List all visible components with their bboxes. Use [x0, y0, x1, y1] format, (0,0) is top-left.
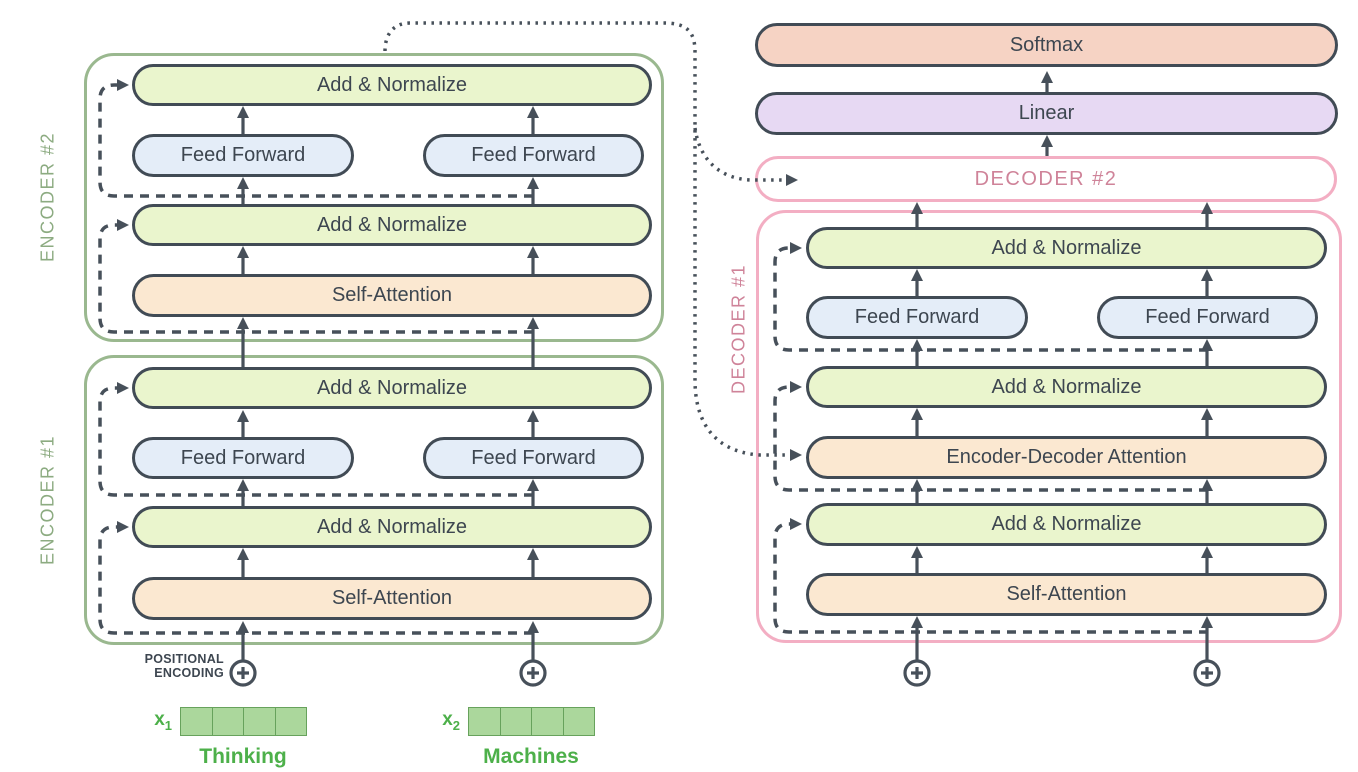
x1-symbol: x1: [154, 709, 172, 733]
vector-cell: [499, 708, 532, 735]
plus-circle-icon: [1193, 659, 1221, 687]
encoder1-feed-forward-right: Feed Forward: [423, 437, 644, 479]
decoder1-add-normalize-bottom: Add & Normalize: [806, 503, 1327, 546]
decoder1-feed-forward-left: Feed Forward: [806, 296, 1028, 339]
decoder2-box: DECODER #2: [755, 156, 1337, 202]
linear-box: Linear: [755, 92, 1338, 135]
encoder-flow-arrows: [237, 106, 539, 660]
decoder-residual-paths: [773, 242, 1208, 634]
decoder1-label: DECODER #1: [728, 263, 749, 395]
encoder2-add-normalize-bottom: Add & Normalize: [132, 204, 652, 246]
encoder-output-dotted-paths: [383, 21, 802, 461]
vector-cell: [531, 708, 563, 735]
softmax-box: Softmax: [755, 23, 1338, 67]
decoder1-encoder-decoder-attention: Encoder-Decoder Attention: [806, 436, 1327, 479]
x1-embedding-vector: [180, 707, 307, 736]
encoder1-self-attention: Self-Attention: [132, 577, 652, 620]
vector-cell: [469, 708, 500, 735]
decoder1-self-attention: Self-Attention: [806, 573, 1327, 616]
encoder2-self-attention: Self-Attention: [132, 274, 652, 317]
decoder1-container: [756, 210, 1342, 643]
encoder2-feed-forward-left: Feed Forward: [132, 134, 354, 177]
input-word-thinking: Thinking: [199, 745, 287, 768]
encoder1-container: [84, 355, 664, 645]
encoder1-feed-forward-left: Feed Forward: [132, 437, 354, 479]
encoder2-add-normalize-top: Add & Normalize: [132, 64, 652, 106]
plus-circle-icon: [903, 659, 931, 687]
vector-cell: [243, 708, 275, 735]
encoder1-add-normalize-bottom: Add & Normalize: [132, 506, 652, 548]
vector-cell: [211, 708, 244, 735]
decoder-flow-arrows: [911, 71, 1213, 660]
plus-circle-icon: [519, 659, 547, 687]
encoder-residual-paths: [98, 79, 533, 635]
encoder2-label: ENCODER #2: [37, 131, 58, 263]
x2-embedding-vector: [468, 707, 595, 736]
encoder1-add-normalize-top: Add & Normalize: [132, 367, 652, 409]
input-word-machines: Machines: [483, 745, 579, 768]
encoder1-label: ENCODER #1: [37, 434, 58, 566]
vector-cell: [181, 708, 212, 735]
decoder1-add-normalize-top: Add & Normalize: [806, 227, 1327, 269]
positional-add-icons: [229, 659, 1221, 687]
positional-encoding-label: POSITIONAL ENCODING: [144, 652, 224, 680]
decoder1-feed-forward-right: Feed Forward: [1097, 296, 1318, 339]
plus-circle-icon: [229, 659, 257, 687]
encoder2-feed-forward-right: Feed Forward: [423, 134, 644, 177]
x2-symbol: x2: [442, 709, 460, 733]
decoder2-label: DECODER #2: [974, 167, 1118, 190]
vector-cell: [562, 708, 595, 735]
encoder2-container: [84, 53, 664, 342]
decoder1-add-normalize-mid: Add & Normalize: [806, 366, 1327, 408]
vector-cell: [274, 708, 307, 735]
